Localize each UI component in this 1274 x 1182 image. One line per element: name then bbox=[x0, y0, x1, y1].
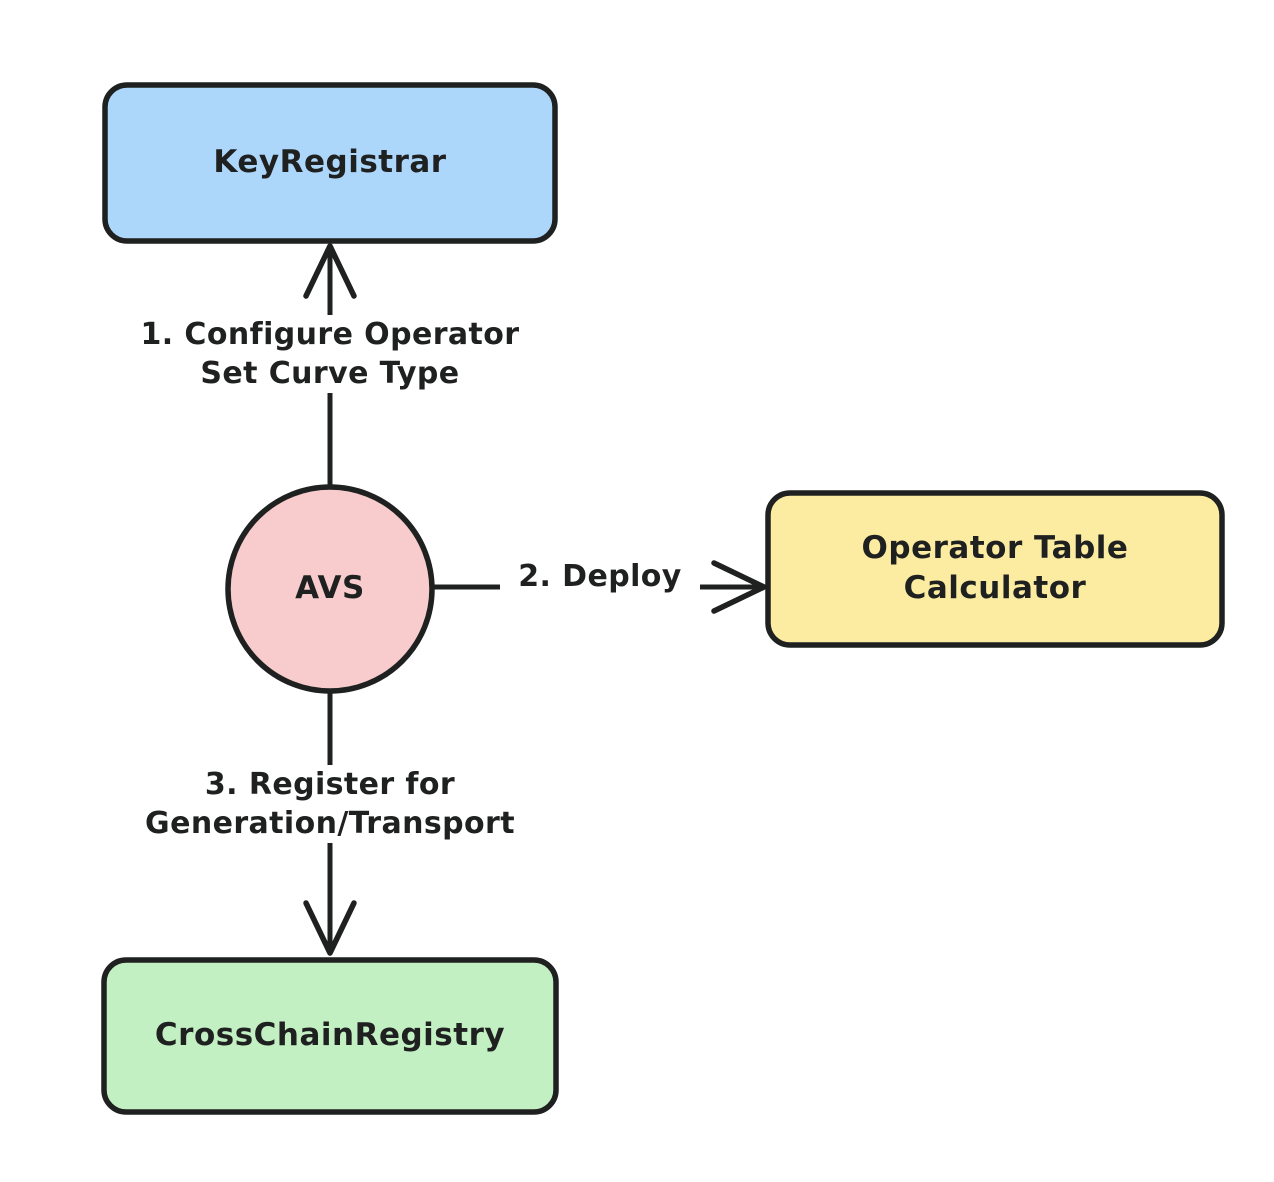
node-crosschainregistry[interactable] bbox=[101, 957, 559, 1115]
edge-avs-to-operator-table-calculator bbox=[434, 560, 767, 614]
edge-2-arrowhead-icon bbox=[711, 560, 767, 614]
node-keyregistrar[interactable] bbox=[102, 82, 558, 244]
edge-3-arrowhead-icon bbox=[303, 900, 357, 956]
edge-avs-to-keyregistrar bbox=[303, 243, 357, 487]
edge-avs-to-crosschainregistry bbox=[303, 691, 357, 956]
edge-1-arrowhead-icon bbox=[303, 243, 357, 299]
node-avs[interactable] bbox=[225, 484, 435, 694]
node-operator-table-calculator[interactable] bbox=[765, 490, 1225, 648]
